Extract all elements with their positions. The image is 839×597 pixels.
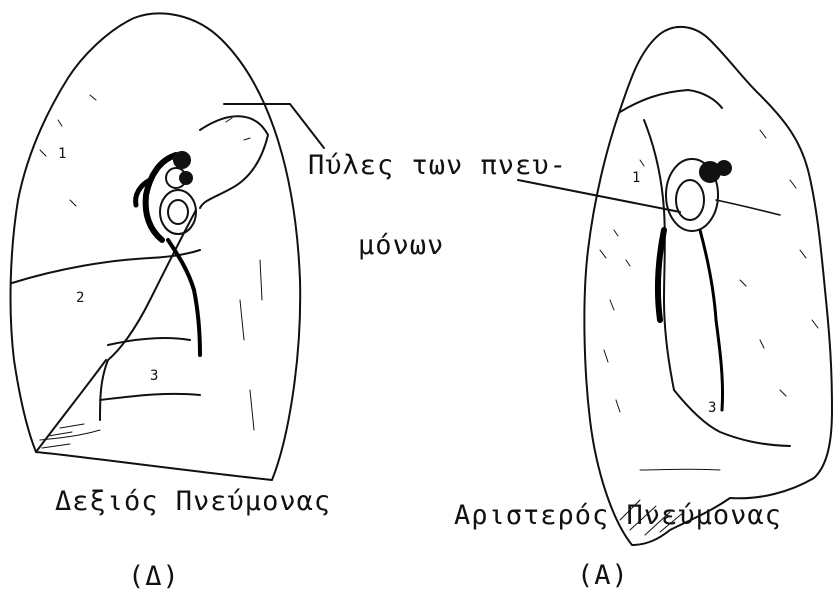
hilum-label-line1: Πύλες των πνευ- xyxy=(308,150,567,181)
left-lobe-number-1: 1 xyxy=(632,170,640,186)
left-lobe-number-3: 3 xyxy=(708,400,716,416)
right-lobe-number-2: 2 xyxy=(76,290,84,306)
right-lobe-number-1: 1 xyxy=(58,146,66,162)
right-lung-oblique-fissure xyxy=(200,116,268,208)
hilum-label-line2: μόνων xyxy=(358,230,444,261)
right-lung-outline xyxy=(11,13,301,480)
right-lung-code: (Δ) xyxy=(128,561,180,592)
right-lobe-number-3: 3 xyxy=(150,368,158,384)
right-lung-caption: Δεξιός Πνεύμονας xyxy=(55,486,331,517)
left-lung-caption: Αριστερός Πνεύμονας xyxy=(454,500,782,531)
left-lung-code: (Α) xyxy=(577,560,629,591)
left-lung-outline xyxy=(584,27,832,545)
